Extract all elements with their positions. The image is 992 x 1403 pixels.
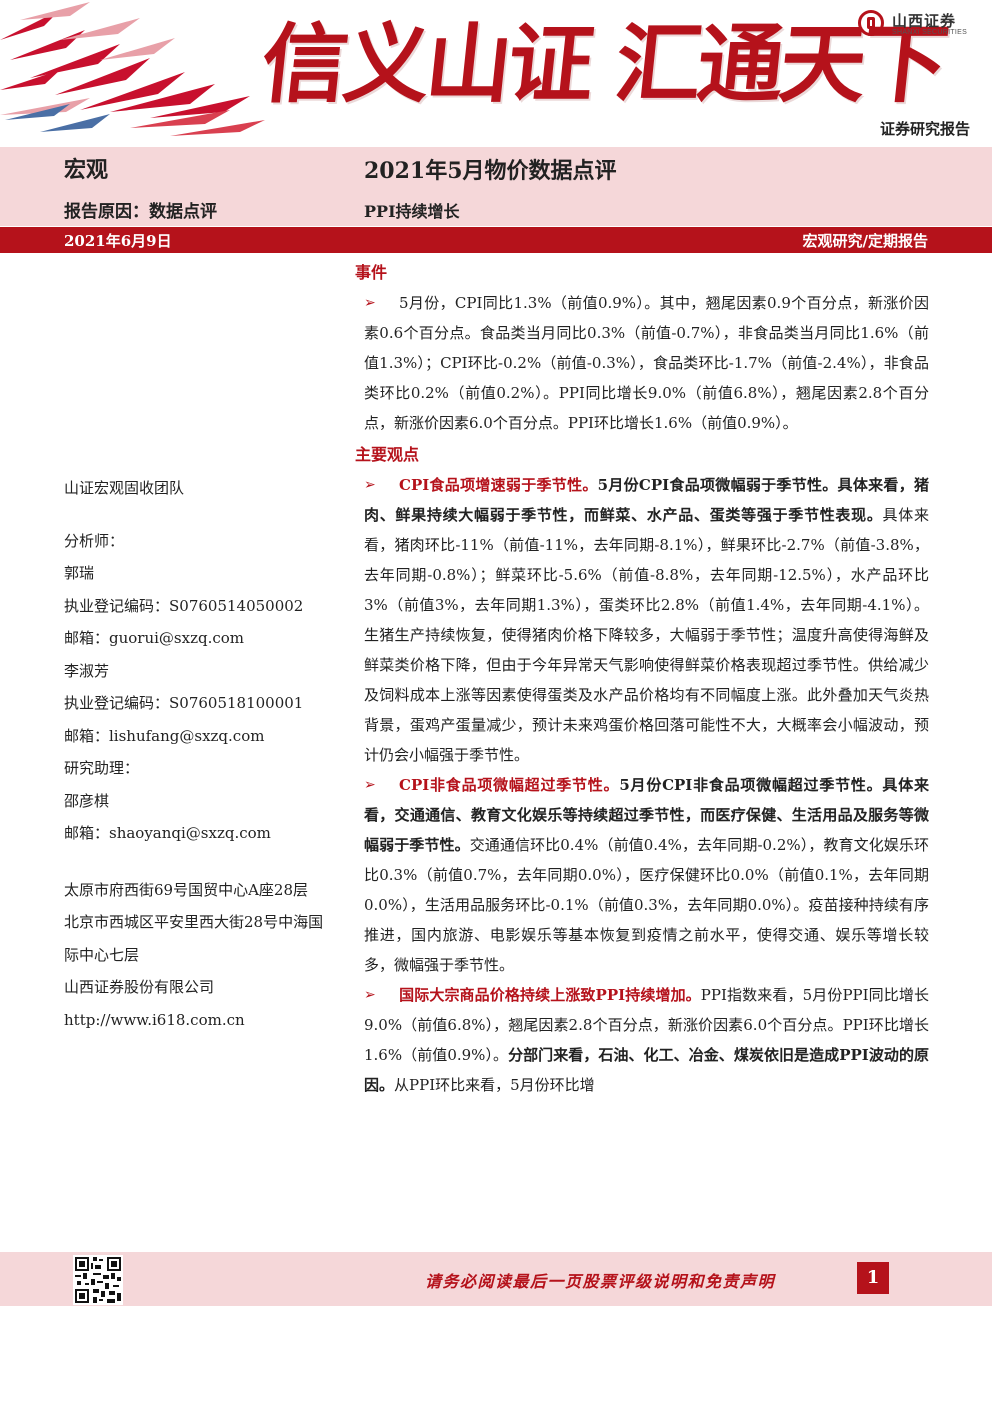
spacer: [64, 850, 334, 874]
view-item: ➢ 国际大宗商品价格持续上涨致PPI持续增加。PPI指数来看，5月份PPI同比增长…: [355, 980, 929, 1100]
section-heading-event: 事件: [355, 263, 388, 282]
event-text: 5月份，CPI同比1.3%（前值0.9%）。其中，翘尾因素0.9个百分点，新涨价…: [364, 294, 929, 432]
report-reason: 报告原因：数据点评: [64, 202, 217, 222]
assistant-label: 研究助理：: [64, 759, 140, 777]
view-text-continued: 从PPI环比来看，5月份环比增: [394, 1076, 595, 1094]
date-band: [0, 227, 992, 253]
event-item: ➢5月份，CPI同比1.3%（前值0.9%）。其中，翘尾因素0.9个百分点，新涨…: [355, 288, 929, 438]
header-banner: 信义山证 汇通天下 山西证券 SHANXI SECURITIES: [0, 0, 992, 146]
view-text: 交通通信环比0.4%（前值0.4%，去年同期-0.2%），教育文化娱乐环比0.3…: [364, 836, 929, 974]
arrow-bullet-icon: ➢: [364, 477, 376, 493]
analyst-email[interactable]: 邮箱：guorui@sxzq.com: [64, 629, 245, 647]
logo-icon: [858, 10, 884, 36]
disclaimer: 请务必阅读最后一页股票评级说明和免责声明: [425, 1272, 776, 1291]
analyst-name: 李淑芳: [64, 661, 110, 680]
view-lead: CPI食品项增速弱于季节性。: [399, 476, 598, 494]
analyst-reg-code: 执业登记编码：S0760518100001: [64, 694, 304, 712]
analyst-name: 郭瑞: [64, 564, 95, 582]
website-link[interactable]: http://www.i618.com.cn: [64, 1010, 245, 1029]
view-item: ➢ CPI食品项增速弱于季节性。5月份CPI食品项微幅弱于季节性。具体来看，猪肉、…: [355, 470, 929, 770]
footer-band: [0, 1252, 992, 1306]
decorative-arrows: [0, 2, 265, 136]
team-name: 山证宏观固收团队: [64, 479, 185, 497]
sidebar: 山证宏观固收团队 分析师： 郭瑞 执业登记编码：S0760514050002 邮…: [64, 472, 334, 1036]
view-item: ➢ CPI非食品项微幅超过季节性。5月份CPI非食品项微幅超过季节性。具体来看，交…: [355, 770, 929, 980]
report-type: 证券研究报告: [879, 120, 970, 138]
main-content: 事件 ➢5月份，CPI同比1.3%（前值0.9%）。其中，翘尾因素0.9个百分点…: [355, 258, 929, 1100]
page-subtitle: PPI持续增长: [364, 202, 460, 221]
address-taiyuan: 太原市府西街69号国贸中心A座28层: [64, 880, 309, 899]
assistant-name: 邵彦棋: [64, 791, 110, 810]
page-title: 2021年5月物价数据点评: [364, 158, 617, 184]
analysts-label: 分析师：: [64, 531, 125, 550]
arrow-bullet-icon: ➢: [364, 295, 376, 311]
qr-code-icon: [73, 1255, 123, 1305]
analyst-email[interactable]: 邮箱：lishufang@sxzq.com: [64, 726, 265, 745]
page-number: 1: [857, 1262, 889, 1294]
report-category: 宏观: [64, 158, 109, 183]
company-name: 山西证券股份有限公司: [64, 978, 215, 996]
view-bold: 5月份CPI非食品项微幅超过季节性。具体来看，交通通信、教育文化娱乐等持续超过季…: [364, 776, 929, 854]
arrow-bullet-icon: ➢: [364, 987, 376, 1003]
view-text: PPI指数来看，5月份PPI同比增长9.0%（前值6.8%），翘尾因素2.8个百…: [364, 986, 929, 1064]
address-beijing: 北京市西城区平安里西大街28号中海国际中心七层: [64, 913, 324, 964]
view-lead: 国际大宗商品价格持续上涨致PPI持续增加。: [399, 986, 701, 1004]
company-logo: 山西证券 SHANXI SECURITIES: [858, 8, 978, 42]
title-band: [0, 147, 992, 226]
view-bold: 分部门来看，石油、化工、冶金、煤炭依旧是造成PPI波动的原因。: [364, 1046, 929, 1094]
report-date: 2021年6月9日: [64, 232, 172, 250]
arrow-bullet-icon: ➢: [364, 777, 376, 793]
analyst-reg-code: 执业登记编码：S0760514050002: [64, 596, 304, 615]
section-heading-views: 主要观点: [355, 445, 420, 464]
slogan: 信义山证 汇通天下: [256, 15, 950, 115]
report-series: 宏观研究/定期报告: [802, 232, 928, 250]
assistant-email[interactable]: 邮箱：shaoyanqi@sxzq.com: [64, 824, 271, 842]
logo-en: SHANXI SECURITIES: [892, 29, 968, 36]
view-text: 具体来看，猪肉环比-11%（前值-11%，去年同期-8.1%），鲜果环比-2.7…: [364, 506, 929, 764]
view-bold: 5月份CPI食品项微幅弱于季节性。具体来看，猪肉、鲜果持续大幅弱于季节性，而鲜菜…: [364, 476, 929, 524]
view-lead: CPI非食品项微幅超过季节性。: [399, 776, 620, 794]
logo-cn: 山西证券: [892, 12, 957, 30]
